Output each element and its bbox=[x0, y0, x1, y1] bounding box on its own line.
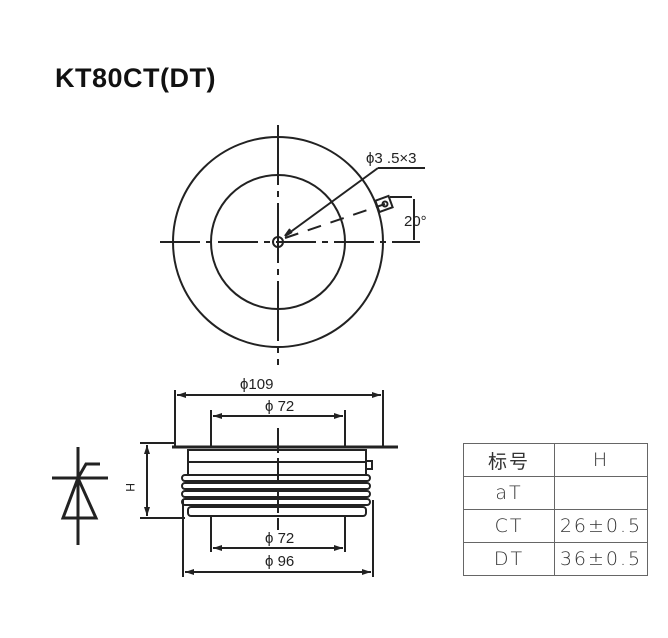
table-row: aT bbox=[463, 476, 648, 510]
angle-line bbox=[284, 203, 386, 239]
leader-line bbox=[284, 167, 379, 237]
side-view: ϕ109 ϕ 72 ϕ 72 ϕ 96 H bbox=[123, 376, 398, 577]
cell-h: 26±0.5 bbox=[554, 509, 648, 543]
angle-label: 20° bbox=[404, 213, 427, 230]
height-label: H bbox=[123, 483, 137, 492]
cell-code: DT bbox=[463, 542, 555, 576]
dim-109-label: ϕ109 bbox=[240, 376, 273, 393]
dim-lines bbox=[140, 394, 381, 573]
cell-code: CT bbox=[463, 509, 555, 543]
gate-terminal bbox=[374, 194, 394, 214]
side-terminal bbox=[365, 460, 373, 470]
header-h: H bbox=[554, 443, 648, 477]
cell-h: 36±0.5 bbox=[554, 542, 648, 576]
thyristor-symbol-icon bbox=[52, 447, 108, 545]
hole-label: ϕ3 .5×3 bbox=[366, 150, 417, 167]
dim-72-bottom-label: ϕ 72 bbox=[265, 530, 294, 547]
cell-code: aT bbox=[463, 476, 555, 510]
cell-h bbox=[554, 476, 648, 510]
dim-96-label: ϕ 96 bbox=[265, 553, 294, 570]
header-code: 标号 bbox=[463, 443, 555, 477]
top-view: ϕ3 .5×3 20° bbox=[160, 125, 427, 365]
dim-72-top-label: ϕ 72 bbox=[265, 398, 294, 415]
page-title: KT80CT(DT) bbox=[55, 63, 216, 93]
